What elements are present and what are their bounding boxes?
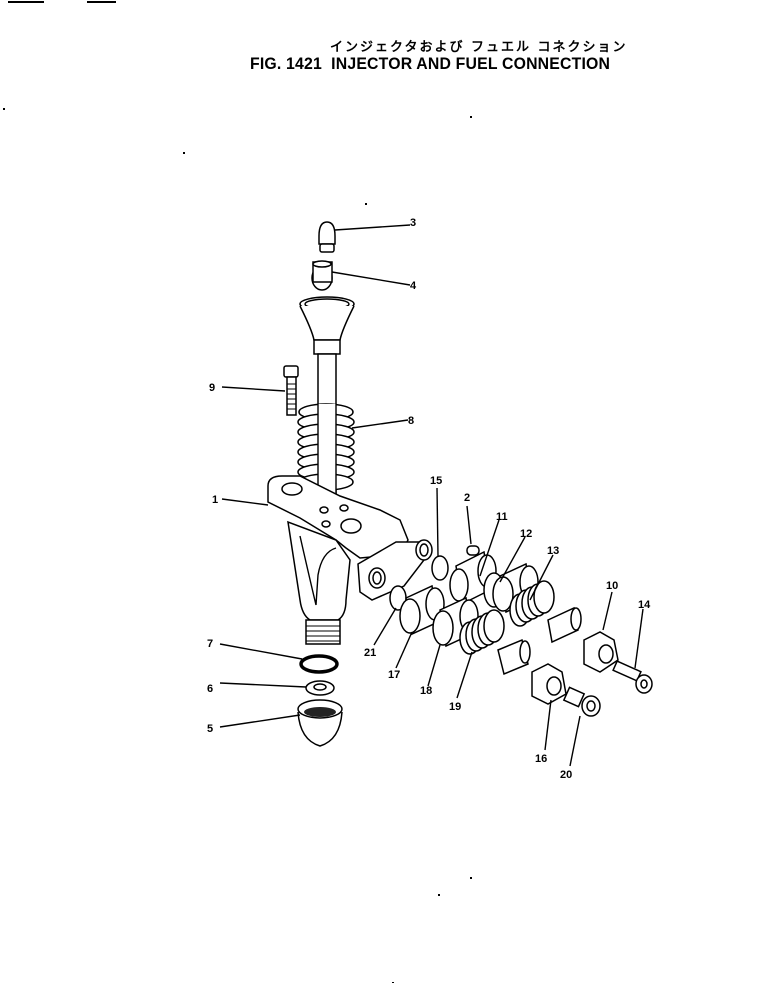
figure-caption: INJECTOR AND FUEL CONNECTION bbox=[331, 54, 611, 73]
callout-16: 16 bbox=[535, 753, 547, 765]
callout-17: 17 bbox=[388, 669, 400, 681]
upper-connection-parts bbox=[431, 545, 653, 694]
part-5-nozzle-cap bbox=[297, 699, 343, 747]
callout-15: 15 bbox=[430, 475, 442, 487]
part-8-spring bbox=[297, 403, 355, 494]
callout-1: 1 bbox=[212, 494, 218, 506]
part-14-bolt bbox=[612, 660, 653, 694]
part-15-gasket bbox=[431, 555, 449, 581]
callout-18: 18 bbox=[420, 685, 432, 697]
callout-14: 14 bbox=[638, 599, 651, 611]
callout-13: 13 bbox=[547, 545, 559, 557]
callout-21: 21 bbox=[364, 647, 376, 659]
part-6-washer bbox=[305, 680, 335, 696]
callout-5: 5 bbox=[207, 723, 213, 735]
callout-labels: 3 4 9 8 1 15 2 11 12 13 10 14 7 21 17 6 … bbox=[207, 217, 651, 781]
corner-rule-right bbox=[87, 1, 116, 3]
part-4-sleeve bbox=[311, 260, 333, 291]
part-19-coil bbox=[459, 609, 505, 655]
callout-11: 11 bbox=[496, 511, 508, 523]
callout-19: 19 bbox=[449, 701, 461, 713]
part-18-ring bbox=[432, 610, 454, 646]
callout-12: 12 bbox=[520, 528, 532, 540]
callout-9: 9 bbox=[209, 382, 215, 394]
part-17-sleeve bbox=[399, 598, 421, 634]
part-1-holder-body bbox=[267, 475, 433, 645]
part-16-nut bbox=[531, 663, 567, 705]
figure-number: FIG. 1421 bbox=[250, 54, 322, 73]
callout-10: 10 bbox=[606, 580, 618, 592]
part-2-plug bbox=[466, 545, 480, 556]
figure-title: FIG. 1421 INJECTOR AND FUEL CONNECTION bbox=[250, 54, 610, 74]
callout-6: 6 bbox=[207, 683, 213, 695]
callout-7: 7 bbox=[207, 638, 213, 650]
figure-title-japanese: インジェクタおよび フュエル コネクション bbox=[330, 40, 628, 55]
callout-2: 2 bbox=[464, 492, 470, 504]
part-10-nut bbox=[583, 631, 619, 673]
corner-rule-left bbox=[8, 1, 44, 3]
part-13-coil bbox=[509, 580, 555, 627]
callout-4: 4 bbox=[410, 280, 417, 292]
leader-lines bbox=[219, 224, 644, 767]
callout-8: 8 bbox=[408, 415, 414, 427]
part-9-bolt bbox=[283, 365, 299, 416]
callout-20: 20 bbox=[560, 769, 572, 781]
part-3-cap bbox=[318, 221, 336, 253]
lower-connection-parts bbox=[389, 584, 601, 717]
part-20-nipple bbox=[562, 686, 601, 717]
part-7-oring bbox=[299, 654, 339, 674]
callout-3: 3 bbox=[410, 217, 416, 229]
